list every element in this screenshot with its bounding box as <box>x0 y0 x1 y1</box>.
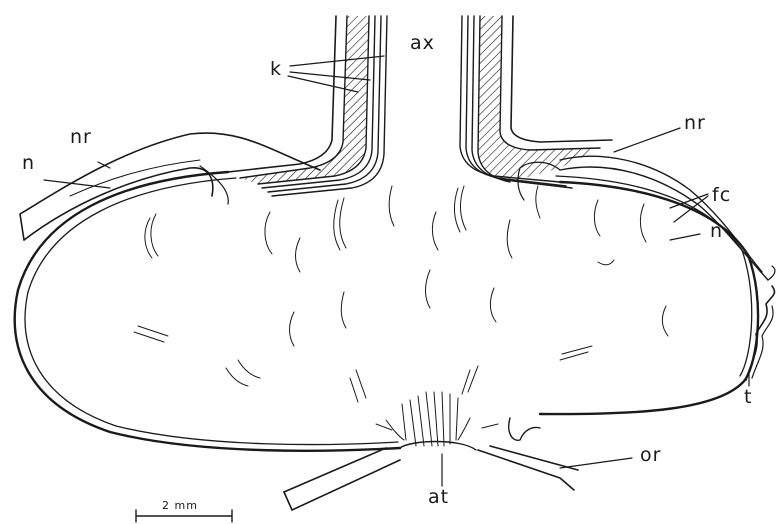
label-t: t <box>744 388 752 407</box>
label-at: at <box>428 488 449 507</box>
label-nr-left: nr <box>70 128 92 147</box>
internal-fibers <box>134 186 668 446</box>
right-fibrous-capsule <box>518 156 775 280</box>
label-n-right: n <box>710 222 723 241</box>
label-fc: fc <box>712 186 731 205</box>
label-n-left: n <box>22 154 35 173</box>
label-or: or <box>640 446 661 465</box>
ganglion-capsule <box>15 172 758 451</box>
label-k: k <box>270 60 282 79</box>
label-ax: ax <box>410 34 435 53</box>
scale-bar-label: 2 mm <box>162 500 198 511</box>
label-nr-right: nr <box>684 114 706 133</box>
leader-lines <box>44 56 749 486</box>
